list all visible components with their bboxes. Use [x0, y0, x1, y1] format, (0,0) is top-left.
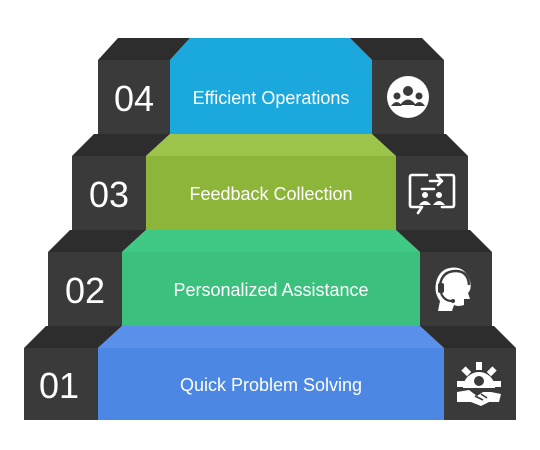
step-02-label: Personalized Assistance	[173, 280, 368, 300]
step-03-right-top	[372, 134, 468, 156]
step-02-center-block	[122, 252, 420, 326]
step-04: 04 Efficient Operations	[98, 38, 444, 134]
step-02: 02 Personalized Assistance	[48, 230, 492, 326]
step-01-center-top	[98, 326, 444, 348]
step-03-center-top	[146, 134, 396, 156]
step-03-left-block	[72, 156, 146, 230]
step-02-center-top	[122, 230, 420, 252]
step-01-label: Quick Problem Solving	[180, 375, 362, 395]
step-03-left-top	[72, 134, 170, 156]
step-04-right-top	[350, 38, 444, 60]
step-04-number: 04	[114, 78, 154, 119]
step-04-left-block	[98, 60, 170, 134]
step-04-left-top	[98, 38, 190, 60]
step-01-center-block	[98, 348, 444, 420]
step-03-label: Feedback Collection	[189, 184, 352, 204]
step-04-center-block	[170, 60, 372, 134]
step-03-center-block	[146, 156, 396, 230]
step-01-number: 01	[39, 365, 79, 406]
step-01-left-block	[24, 348, 98, 420]
support-headset-icon	[435, 267, 471, 311]
step-01-right-top	[420, 326, 516, 348]
step-01: 01 Quick Problem Solving	[24, 326, 516, 420]
step-03-right-block	[396, 156, 468, 230]
gear-handshake-icon	[457, 362, 501, 406]
step-04-center-top	[170, 38, 372, 60]
step-02-right-top	[396, 230, 492, 252]
feedback-exchange-icon	[408, 173, 456, 215]
step-01-left-top	[24, 326, 122, 348]
step-03: 03 Feedback Collection	[72, 134, 468, 230]
step-02-left-top	[48, 230, 146, 252]
step-04-label: Efficient Operations	[193, 88, 350, 108]
step-03-number: 03	[89, 174, 129, 215]
step-02-number: 02	[65, 270, 105, 311]
step-02-left-block	[48, 252, 122, 326]
team-circle-icon	[387, 76, 429, 118]
